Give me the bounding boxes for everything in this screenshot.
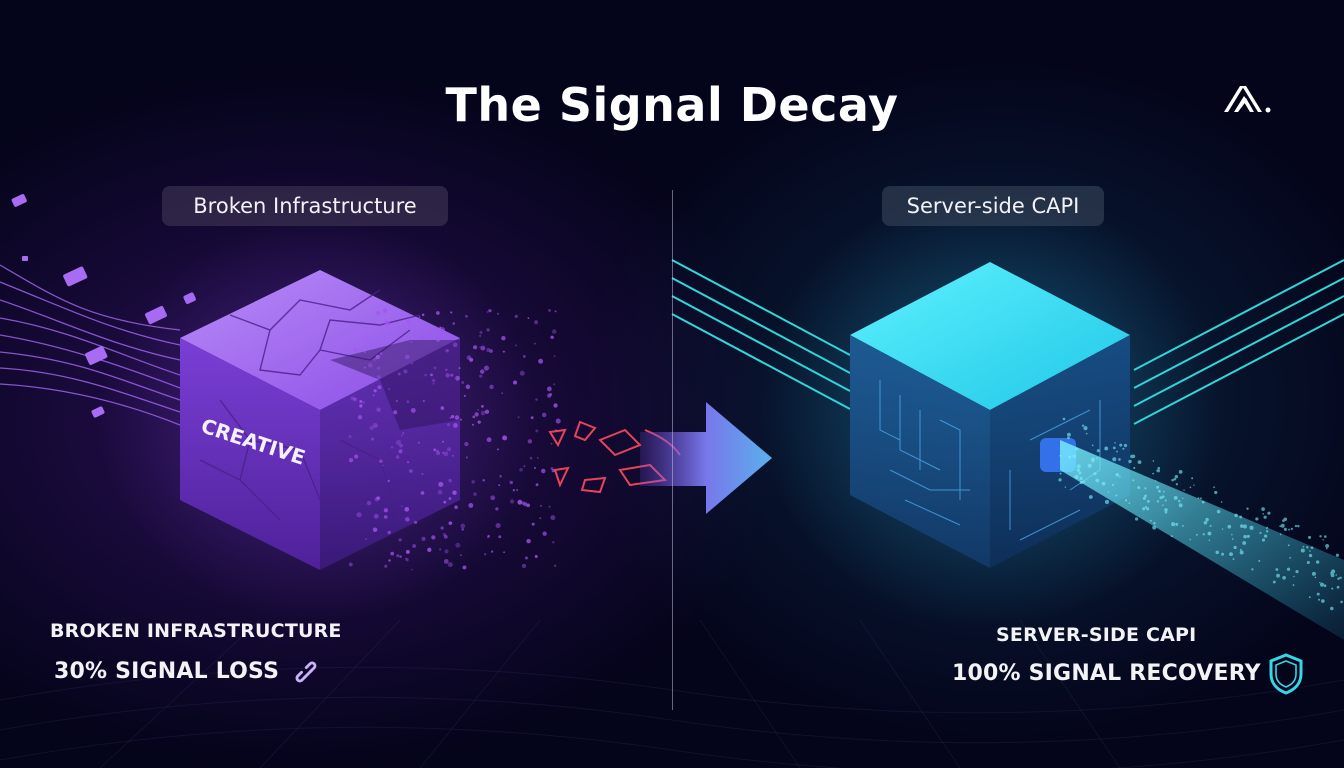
right-caption-title: SERVER-SIDE CAPI: [996, 624, 1197, 646]
left-caption-title: BROKEN INFRASTRUCTURE: [50, 620, 342, 642]
broken-link-icon: [295, 661, 317, 683]
section-divider: [672, 190, 673, 710]
shield-icon: [1269, 653, 1303, 695]
server-side-capi-badge: Server-side CAPI: [882, 186, 1104, 226]
right-caption-stat: 100% SIGNAL RECOVERY: [952, 661, 1261, 686]
page-title: The Signal Decay: [445, 78, 899, 132]
broken-creative-cube: [180, 270, 460, 570]
server-capi-cube: [850, 262, 1130, 568]
broken-infrastructure-badge: Broken Infrastructure: [162, 186, 448, 226]
left-caption-stat: 30% SIGNAL LOSS: [54, 659, 280, 684]
brand-a-logo-icon: [1224, 86, 1271, 113]
